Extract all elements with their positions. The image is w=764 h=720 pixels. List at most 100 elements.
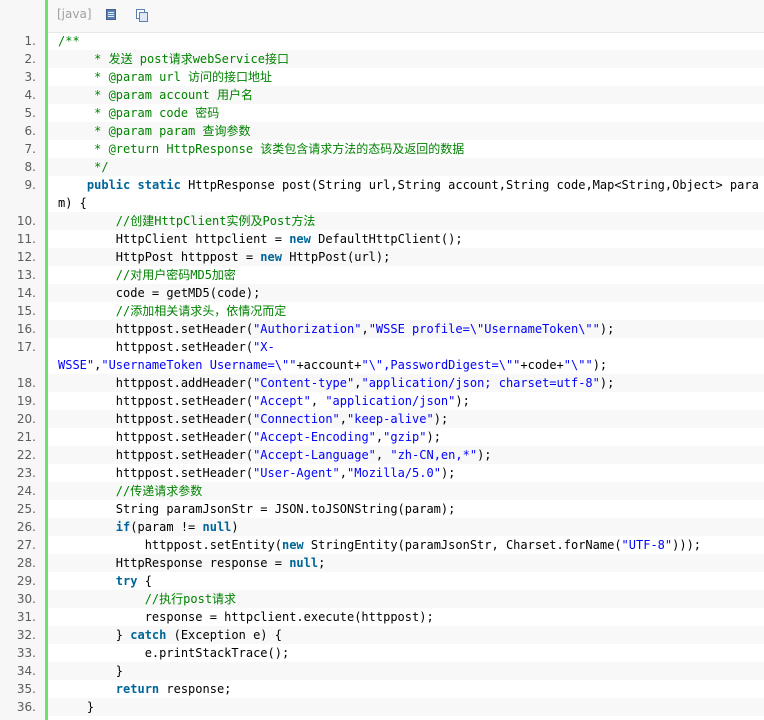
code-string: "UsernameToken Username=\""	[101, 358, 297, 372]
code-string: "Connection"	[253, 412, 340, 426]
line-number: 28.	[16, 556, 36, 570]
line-number: 20.	[16, 412, 36, 426]
code-cell: * @param code 密码	[48, 104, 764, 122]
code-token: httppost.setHeader(	[58, 394, 254, 408]
code-token: httppost.setHeader(	[58, 322, 254, 336]
code-cell: * 发送 post请求webService接口	[48, 50, 764, 68]
code-line: 33. e.printStackTrace();	[0, 644, 764, 662]
code-keyword: return	[115, 682, 160, 696]
line-number: 5.	[24, 106, 36, 120]
code-comment: * @param param 查询参数	[58, 124, 251, 138]
line-number: 3.	[24, 70, 36, 84]
code-line: 2. * 发送 post请求webService接口	[0, 50, 764, 68]
code-token: );	[599, 322, 615, 336]
code-token: HttpPost httppost =	[58, 250, 261, 264]
line-number: 32.	[16, 628, 36, 642]
code-token	[58, 178, 87, 192]
code-string: "UTF-8"	[621, 538, 673, 552]
code-line: 7. * @return HttpResponse 该类包含请求方法的态码及返回…	[0, 140, 764, 158]
code-token: response;	[159, 682, 232, 696]
code-text: }	[58, 698, 758, 716]
code-keyword: new	[289, 232, 311, 246]
code-cell: //执行post请求	[48, 590, 764, 608]
code-line: 28. HttpResponse response = null;	[0, 554, 764, 572]
code-token: );	[426, 430, 441, 444]
code-token: (Exception e) {	[166, 628, 282, 642]
code-line: 13. //对用户密码MD5加密	[0, 266, 764, 284]
code-token	[58, 682, 116, 696]
code-token: httppost.addHeader(	[58, 376, 254, 390]
code-text: //创建HttpClient实例及Post方法	[58, 212, 758, 230]
code-token: ,	[375, 448, 391, 462]
code-token: );	[440, 466, 456, 480]
code-token: ,	[354, 376, 362, 390]
code-text: try {	[58, 572, 758, 590]
code-string: WSSE"	[58, 358, 95, 372]
view-source-icon[interactable]	[106, 9, 116, 20]
line-number: 22.	[16, 448, 36, 462]
code-line: 19. httppost.setHeader("Accept", "applic…	[0, 392, 764, 410]
code-text: httppost.setHeader("User-Agent","Mozilla…	[58, 464, 758, 482]
code-token: m) {	[58, 196, 87, 210]
code-token: response = httpclient.execute(httppost);	[58, 610, 434, 624]
code-cell: httppost.setHeader("Accept-Encoding","gz…	[48, 428, 764, 446]
code-string: "zh-CN,en,*"	[390, 448, 478, 462]
line-number-gutter	[0, 0, 45, 720]
line-number: 31.	[16, 610, 36, 624]
code-token: HttpResponse response =	[58, 556, 290, 570]
code-cell: * @param account 用户名	[48, 86, 764, 104]
code-line: 5. * @param code 密码	[0, 104, 764, 122]
code-cell: //传递请求参数	[48, 482, 764, 500]
code-token: (param !=	[130, 520, 203, 534]
code-cell: httppost.addHeader("Content-type","appli…	[48, 374, 764, 392]
code-text: httppost.setHeader("Accept-Encoding","gz…	[58, 428, 758, 446]
code-line: 26. if(param != null)	[0, 518, 764, 536]
code-token: ,	[361, 322, 369, 336]
line-number: 11.	[16, 232, 36, 246]
line-number: 4.	[24, 88, 36, 102]
code-keyword: catch	[130, 628, 167, 642]
code-text: * @param account 用户名	[58, 86, 758, 104]
code-cell: * @param param 查询参数	[48, 122, 764, 140]
code-token: }	[58, 700, 95, 714]
code-line: 31. response = httpclient.execute(httppo…	[0, 608, 764, 626]
code-line: 25. String paramJsonStr = JSON.toJSONStr…	[0, 500, 764, 518]
code-line: 20. httppost.setHeader("Connection","kee…	[0, 410, 764, 428]
code-keyword: null	[289, 556, 319, 570]
code-cell: }	[48, 662, 764, 680]
code-token: );	[592, 358, 608, 372]
code-token: {	[137, 574, 152, 588]
code-string: "WSSE profile=\"UsernameToken\""	[368, 322, 600, 336]
code-cell: httppost.setHeader("X-WSSE","UsernameTok…	[48, 338, 764, 374]
code-token: HttpPost(url);	[281, 250, 391, 264]
code-keyword: new	[260, 250, 282, 264]
code-cell: */	[48, 158, 764, 176]
code-string: "X-	[253, 340, 275, 354]
code-text: */	[58, 158, 758, 176]
code-token: }	[58, 664, 124, 678]
code-cell: /**	[48, 32, 764, 50]
line-number: 21.	[16, 430, 36, 444]
code-line: 15. //添加相关请求头，依情况而定	[0, 302, 764, 320]
code-string: "Accept-Language"	[253, 448, 376, 462]
line-number: 1.	[24, 34, 36, 48]
code-line: 12. HttpPost httppost = new HttpPost(url…	[0, 248, 764, 266]
code-text: if(param != null)	[58, 518, 758, 536]
code-line: 18. httppost.addHeader("Content-type","a…	[0, 374, 764, 392]
code-text: httppost.setHeader("Authorization","WSSE…	[58, 320, 758, 338]
line-number: 26.	[16, 520, 36, 534]
code-text: //执行post请求	[58, 590, 758, 608]
copy-icon[interactable]	[136, 9, 148, 22]
code-line: 35. return response;	[0, 680, 764, 698]
code-cell: httppost.setHeader("Accept", "applicatio…	[48, 392, 764, 410]
code-token: +account+	[296, 358, 362, 372]
code-text: httppost.setHeader("Connection","keep-al…	[58, 410, 758, 428]
code-line: 23. httppost.setHeader("User-Agent","Moz…	[0, 464, 764, 482]
code-text: code = getMD5(code);	[58, 284, 758, 302]
code-text: /**	[58, 32, 758, 50]
code-keyword: try	[115, 574, 138, 588]
code-text: } catch (Exception e) {	[58, 626, 758, 644]
line-number: 30.	[16, 592, 36, 606]
code-token	[58, 520, 116, 534]
line-number: 36.	[16, 700, 36, 714]
